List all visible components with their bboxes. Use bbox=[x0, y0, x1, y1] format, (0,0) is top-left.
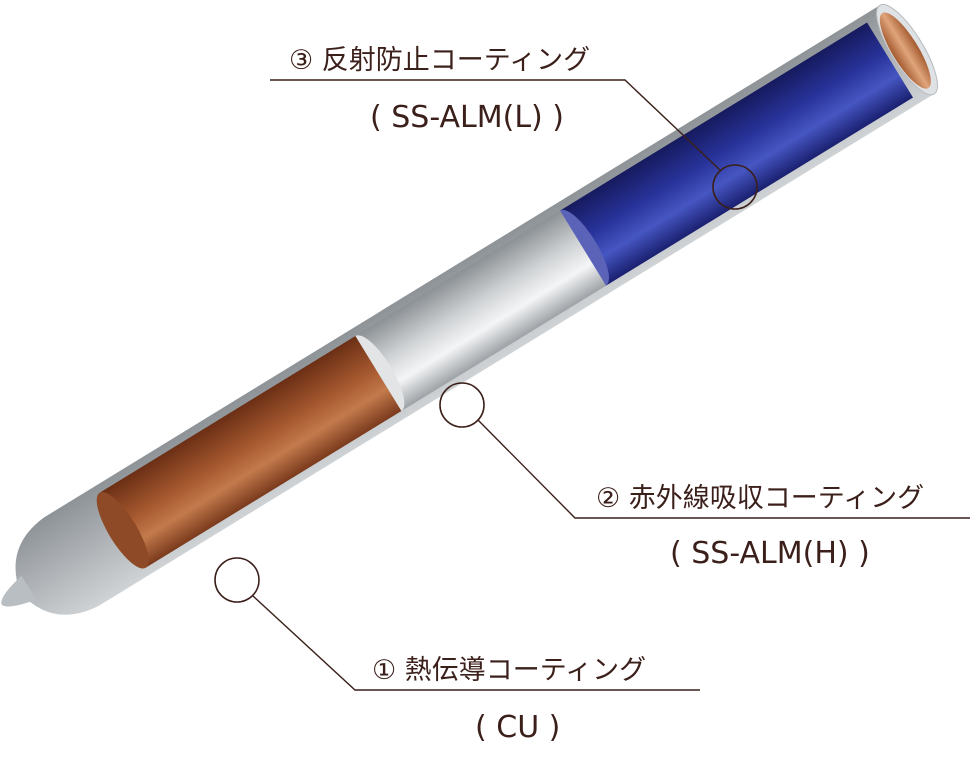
tube-tip bbox=[1, 575, 37, 607]
label-heat-conduct-name: ① 熱伝導コーティング bbox=[372, 655, 646, 686]
label-infrared-absorb-name: ② 赤外線吸収コーティング bbox=[596, 483, 924, 514]
band-infrared-absorb bbox=[355, 210, 607, 412]
band-heat-conduct bbox=[99, 335, 402, 568]
callout-circle-1 bbox=[214, 557, 260, 603]
callout-circle-2 bbox=[439, 382, 485, 428]
label-heat-conduct-code: ( CU ) bbox=[475, 710, 560, 745]
leader-line-1 bbox=[252, 595, 700, 691]
leader-line-2 bbox=[477, 419, 970, 519]
label-infrared-absorb-code: ( SS-ALM(H) ) bbox=[670, 536, 870, 571]
label-anti-reflection-code: ( SS-ALM(L) ) bbox=[370, 100, 564, 135]
band-edge-copper bbox=[96, 492, 149, 569]
leader-line-3 bbox=[270, 79, 721, 171]
label-anti-reflection-name: ③ 反射防止コーティング bbox=[289, 45, 590, 76]
tube bbox=[1, 3, 938, 615]
band-anti-reflection bbox=[560, 22, 913, 286]
callout-circle-3 bbox=[712, 164, 758, 210]
tube-open-end-inner bbox=[879, 12, 931, 89]
